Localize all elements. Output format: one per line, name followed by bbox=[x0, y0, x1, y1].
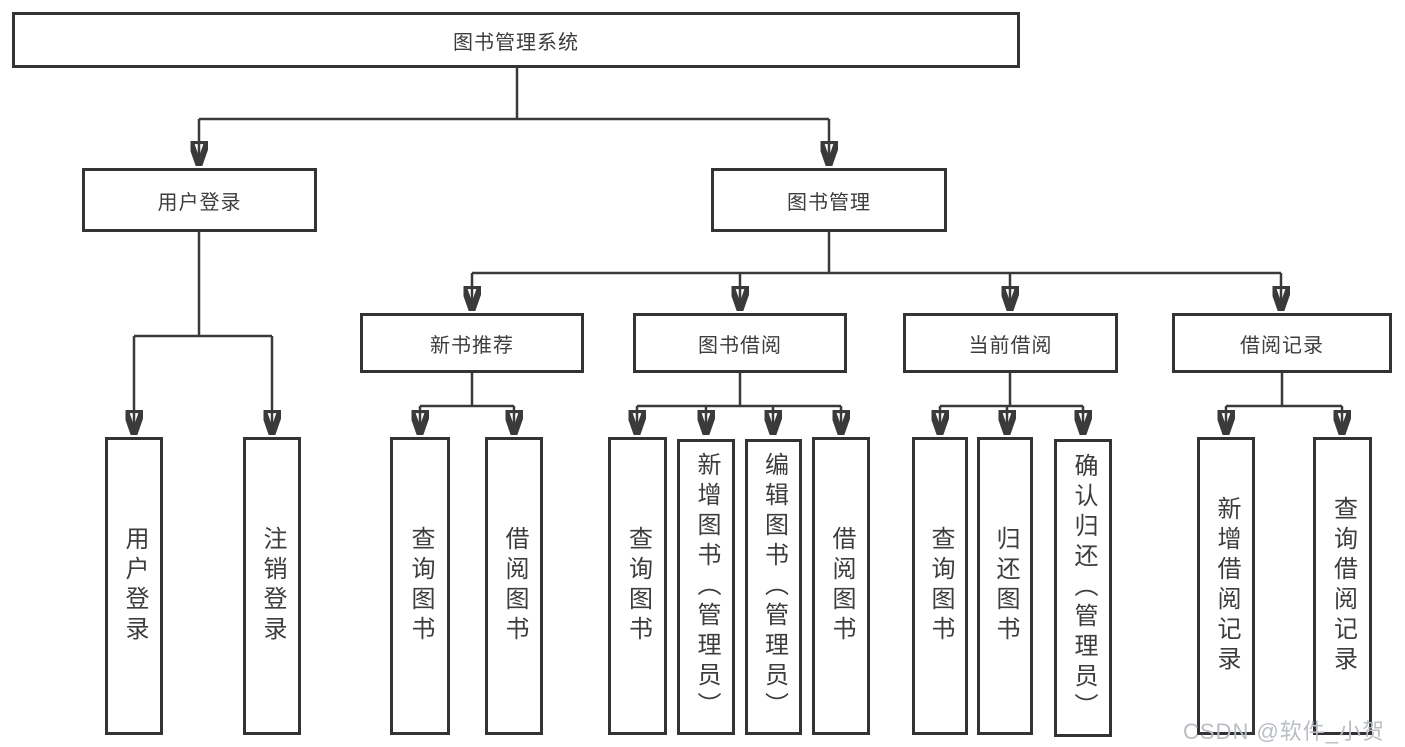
leaf-label: 归还图书 bbox=[992, 526, 1019, 646]
leaf-label: 借阅图书 bbox=[501, 526, 528, 646]
leaf-label: 新增图书（管理员） bbox=[693, 452, 720, 722]
leaf-logout: 注销登录 bbox=[243, 437, 301, 735]
leaf-label: 查询图书 bbox=[624, 526, 652, 646]
node-user-login: 用户登录 bbox=[82, 168, 317, 232]
leaf-user-login: 用户登录 bbox=[105, 437, 163, 735]
node-book-borrow: 图书借阅 bbox=[633, 313, 847, 373]
leaf-label: 借阅图书 bbox=[828, 526, 855, 646]
leaf-borrow-add-books-admin: 新增图书（管理员） bbox=[677, 439, 735, 735]
leaf-newbook-query-books: 查询图书 bbox=[390, 437, 450, 735]
leaf-current-return-books: 归还图书 bbox=[977, 437, 1033, 735]
leaf-records-add-record: 新增借阅记录 bbox=[1197, 437, 1255, 735]
node-library-management-system: 图书管理系统 bbox=[12, 12, 1020, 68]
node-label: 用户登录 bbox=[157, 191, 242, 214]
leaf-label: 确认归还（管理员） bbox=[1070, 453, 1097, 723]
leaf-current-query-books: 查询图书 bbox=[912, 437, 968, 735]
node-label: 图书管理系统 bbox=[453, 31, 579, 54]
leaf-borrow-edit-books-admin: 编辑图书（管理员） bbox=[745, 439, 802, 735]
leaf-label: 编辑图书（管理员） bbox=[760, 452, 788, 722]
leaf-label: 用户登录 bbox=[121, 526, 148, 646]
node-current-borrow: 当前借阅 bbox=[903, 313, 1118, 373]
node-label: 借阅记录 bbox=[1240, 334, 1324, 357]
node-label: 图书借阅 bbox=[698, 334, 782, 357]
node-new-book-recommend: 新书推荐 bbox=[360, 313, 584, 373]
leaf-borrow-borrow-books: 借阅图书 bbox=[812, 437, 870, 735]
node-label: 新书推荐 bbox=[430, 334, 514, 357]
leaf-current-confirm-return-admin: 确认归还（管理员） bbox=[1054, 439, 1112, 737]
node-label: 图书管理 bbox=[787, 191, 871, 214]
leaf-records-query-record: 查询借阅记录 bbox=[1313, 437, 1372, 735]
leaf-label: 查询图书 bbox=[407, 526, 434, 646]
leaf-borrow-query-books: 查询图书 bbox=[608, 437, 667, 735]
csdn-watermark: CSDN @软件_小贺同学 bbox=[1183, 719, 1386, 744]
leaf-label: 新增借阅记录 bbox=[1213, 496, 1240, 676]
node-book-management: 图书管理 bbox=[711, 168, 947, 232]
node-borrow-records: 借阅记录 bbox=[1172, 313, 1392, 373]
leaf-label: 查询图书 bbox=[927, 526, 954, 646]
node-label: 当前借阅 bbox=[968, 334, 1053, 357]
leaf-label: 注销登录 bbox=[259, 526, 286, 646]
leaf-newbook-borrow-books: 借阅图书 bbox=[485, 437, 543, 735]
leaf-label: 查询借阅记录 bbox=[1329, 496, 1357, 676]
